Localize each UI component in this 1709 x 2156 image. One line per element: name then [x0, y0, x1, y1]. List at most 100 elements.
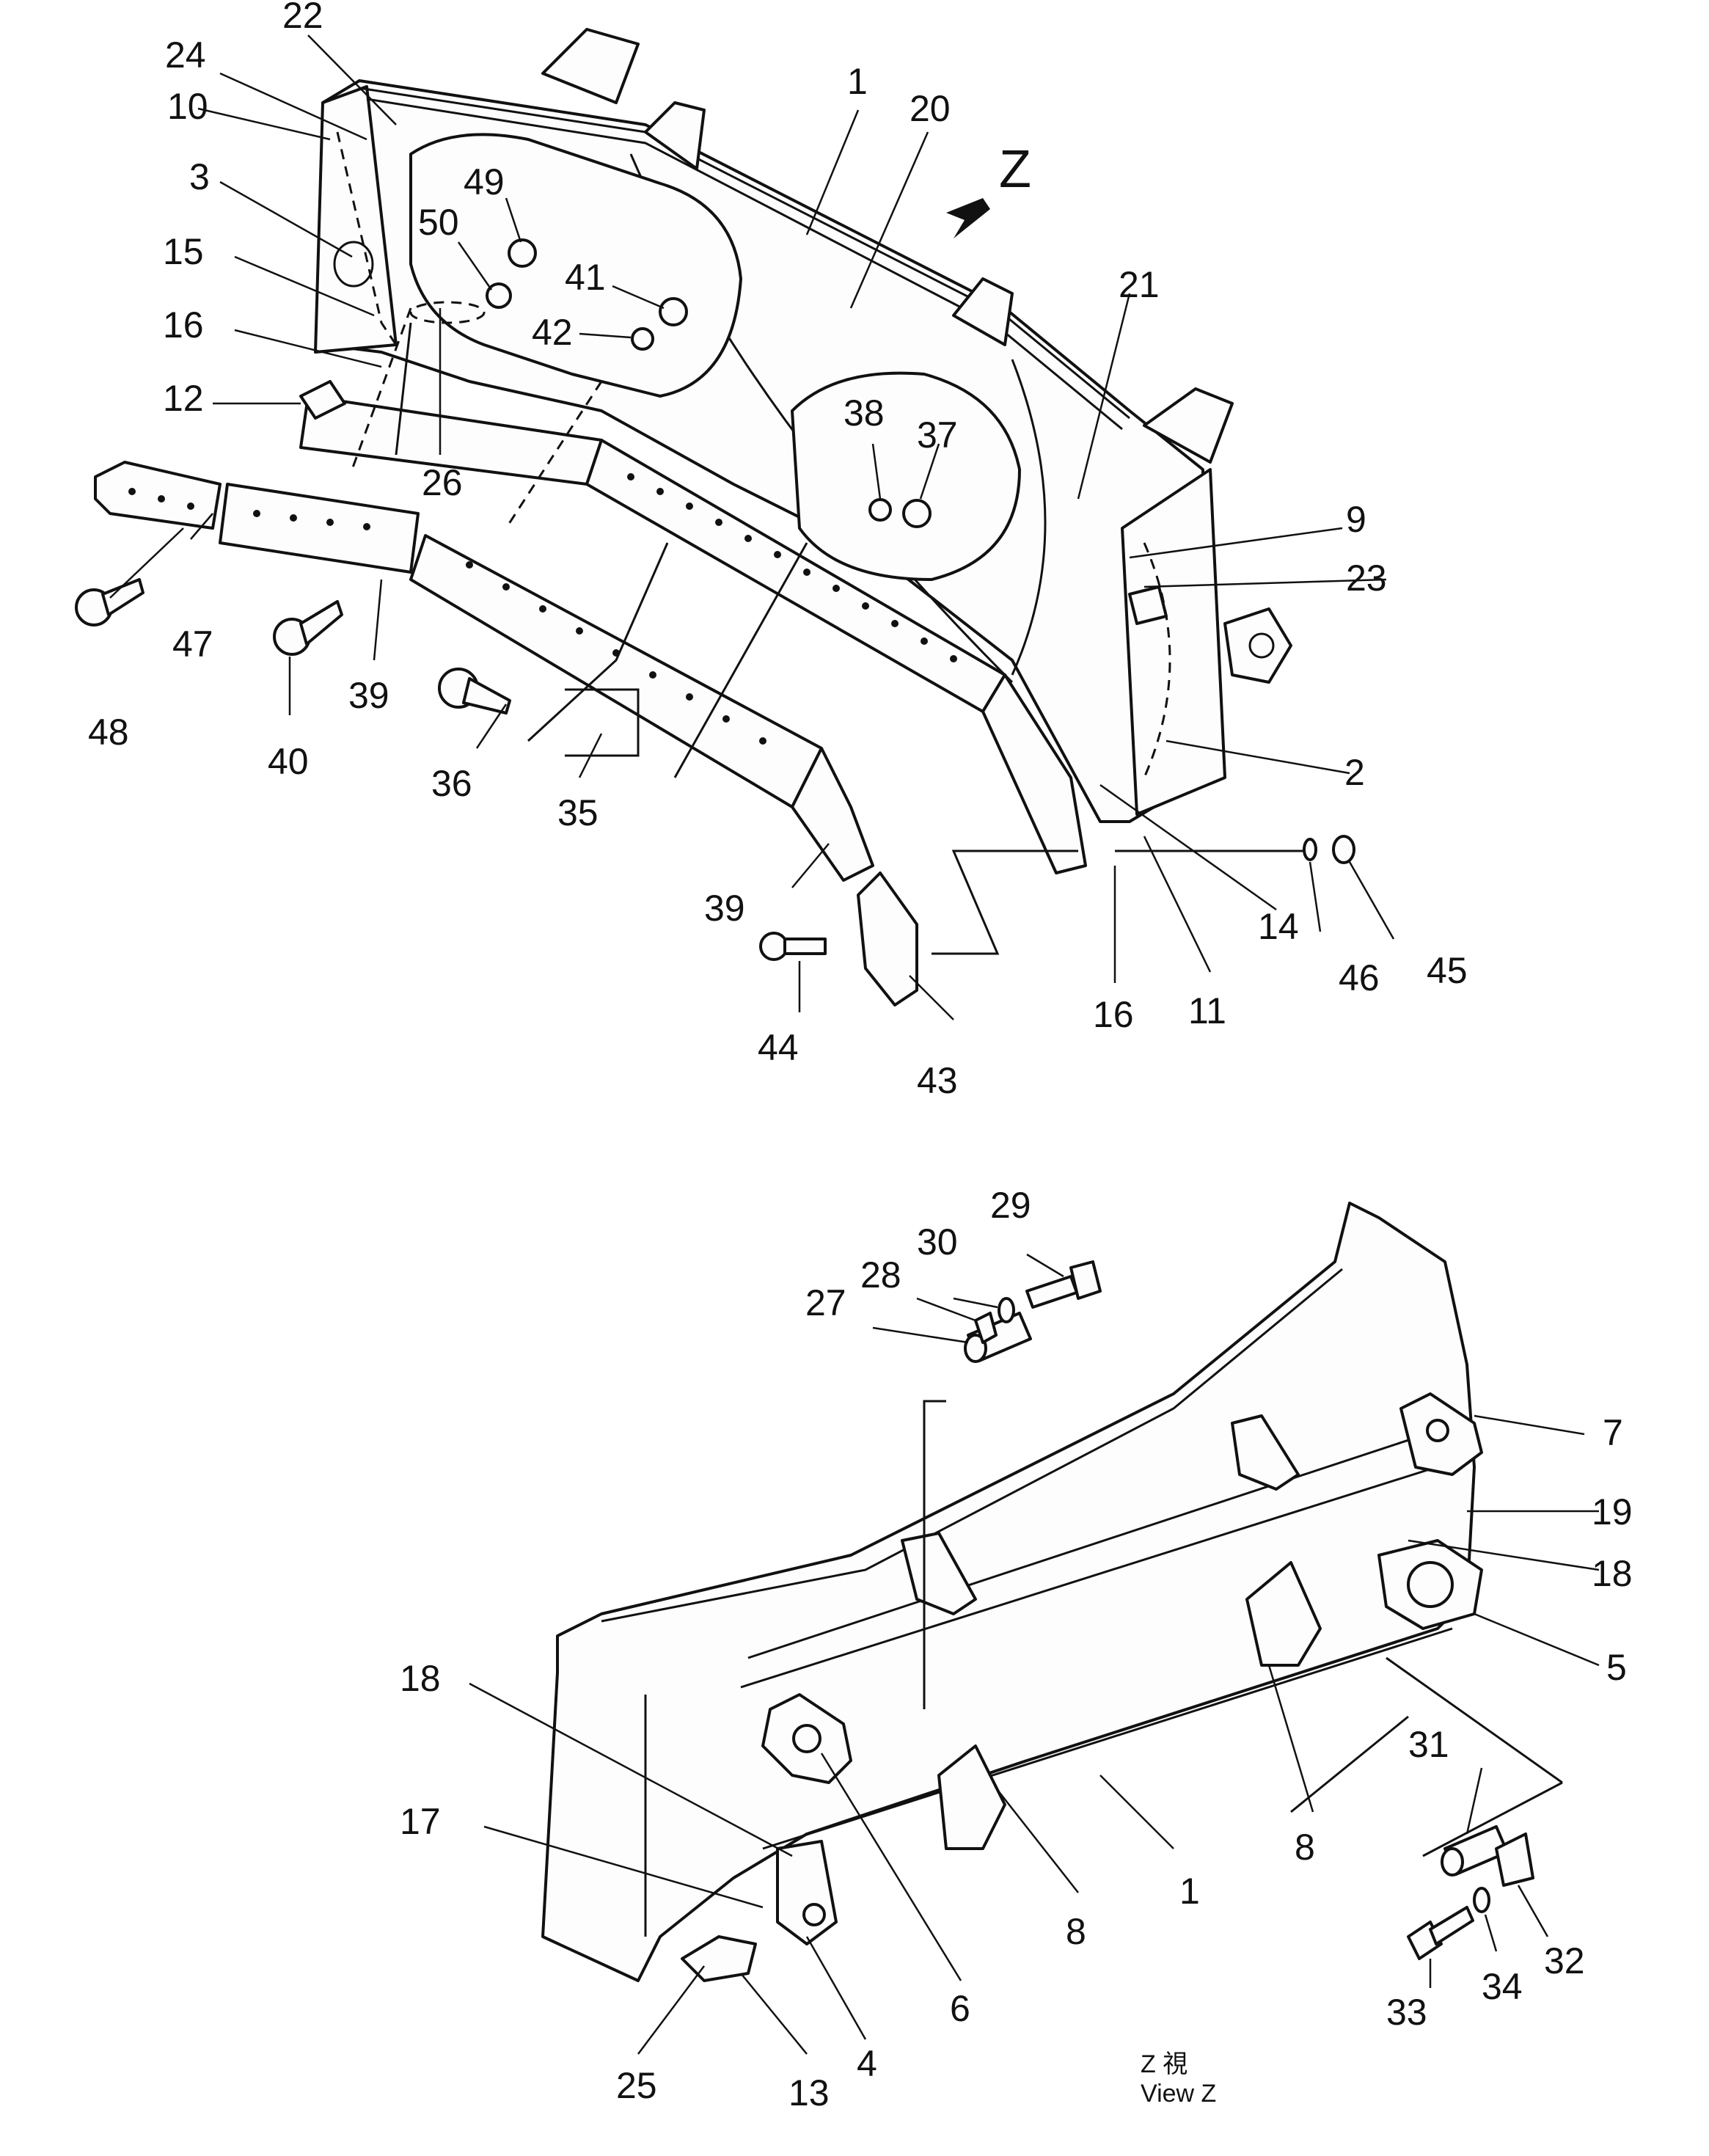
bolt-40-icon	[273, 600, 343, 656]
callout-26: 26	[422, 462, 463, 503]
end-bit-43	[857, 871, 918, 1006]
callout-8a: 8	[1295, 1827, 1315, 1868]
view-caption: Z 視 View Z	[1141, 2050, 1216, 2108]
callout-39: 39	[348, 675, 389, 716]
callout-1b: 1	[1179, 1871, 1200, 1912]
callout-49: 49	[464, 161, 505, 202]
nut-41-icon	[659, 297, 688, 326]
top-exploded-view: Z	[75, 28, 1355, 1006]
callout-13: 13	[788, 2072, 830, 2113]
callout-15: 15	[163, 231, 204, 272]
callout-32: 32	[1544, 1940, 1585, 1981]
callout-48: 48	[88, 712, 129, 753]
bolt-29-icon	[1025, 1260, 1102, 1309]
rib-right	[1231, 1414, 1300, 1491]
blade-rear-body	[541, 1202, 1476, 1982]
left-end-plate	[314, 85, 398, 354]
callout-12: 12	[163, 378, 204, 419]
right-end-plate	[1121, 468, 1226, 816]
callout-47: 47	[172, 624, 213, 665]
callout-17: 17	[400, 1801, 441, 1842]
callout-41: 41	[565, 257, 606, 298]
back-brace-left	[541, 28, 640, 104]
caption-jp: Z 視	[1141, 2050, 1187, 2078]
top-callouts: 22 24 10 3 15 16 12 47 48 40 39 26 49 50…	[88, 0, 1468, 1101]
caption-en: View Z	[1141, 2080, 1216, 2108]
nut-49-icon	[508, 238, 537, 268]
back-brace-mid	[644, 101, 706, 170]
bracket-13	[681, 1935, 757, 1982]
cutting-edge-right	[981, 673, 1087, 874]
callout-38: 38	[843, 392, 885, 434]
rib-left	[901, 1532, 977, 1615]
callout-7: 7	[1603, 1412, 1623, 1453]
callout-5: 5	[1606, 1647, 1627, 1688]
washer-50-icon	[486, 282, 512, 309]
back-brace-far	[1143, 387, 1234, 464]
ball-joint-4	[776, 1840, 838, 1945]
callout-45: 45	[1427, 950, 1468, 991]
callout-40: 40	[268, 741, 309, 782]
washer-34-icon	[1473, 1887, 1490, 1913]
callout-18b: 18	[400, 1658, 441, 1699]
callout-50: 50	[418, 202, 459, 243]
bottom-view-z	[541, 1202, 1563, 1982]
callout-10: 10	[167, 86, 208, 127]
left-reinforce-plate	[409, 133, 742, 398]
trunnion-bracket	[1223, 607, 1292, 684]
bracket-8-left	[937, 1744, 1006, 1850]
callout-27: 27	[805, 1282, 846, 1323]
callout-23: 23	[1346, 558, 1387, 599]
callout-43: 43	[917, 1060, 958, 1101]
cutting-edge-39a	[219, 483, 420, 574]
callout-22: 22	[282, 0, 323, 36]
callout-46: 46	[1339, 957, 1380, 998]
callout-21: 21	[1119, 264, 1160, 305]
leader-lines	[109, 34, 1600, 2055]
callout-14: 14	[1258, 906, 1299, 947]
washer-38-icon	[868, 498, 892, 522]
callout-3: 3	[189, 156, 210, 197]
view-z-arrow-icon	[946, 198, 990, 238]
callout-29: 29	[990, 1185, 1031, 1226]
lock-plate-32-icon	[1495, 1832, 1534, 1887]
callout-42: 42	[532, 312, 573, 353]
bolt-33-icon	[1407, 1906, 1474, 1960]
callout-33: 33	[1386, 1992, 1427, 2033]
callout-37: 37	[917, 414, 958, 456]
callout-34: 34	[1482, 1966, 1523, 2007]
callout-16b: 16	[1093, 994, 1134, 1035]
bolt-44-icon	[759, 932, 827, 961]
callout-8b: 8	[1066, 1911, 1086, 1952]
bolt-36-icon	[438, 668, 511, 715]
washer-46-icon	[1303, 838, 1317, 861]
callout-39b: 39	[704, 888, 745, 929]
callout-2: 2	[1344, 752, 1365, 793]
callout-28: 28	[860, 1254, 901, 1296]
cutting-edge-holes	[128, 473, 957, 745]
callout-9: 9	[1346, 499, 1366, 540]
bottom-callouts: 29 30 28 27 7 19 18 5 31 18 17 1 8 8 6 4…	[400, 1185, 1633, 2113]
callout-25: 25	[616, 2065, 657, 2106]
callout-4: 4	[857, 2043, 877, 2084]
callout-11: 11	[1188, 990, 1226, 1031]
callout-30: 30	[917, 1221, 958, 1262]
callout-6: 6	[950, 1988, 970, 2029]
bolt-48-icon	[75, 578, 144, 626]
callout-35: 35	[557, 792, 599, 833]
inspection-plate	[791, 371, 1021, 581]
callout-44: 44	[758, 1027, 799, 1068]
bracket-8-right	[1245, 1561, 1322, 1667]
callout-31: 31	[1408, 1724, 1449, 1765]
callout-20: 20	[910, 88, 951, 129]
back-brace-right	[952, 277, 1014, 346]
nut-45-icon	[1332, 835, 1355, 864]
callout-24: 24	[165, 34, 206, 76]
view-z-letter: Z	[999, 140, 1031, 199]
callout-16: 16	[163, 304, 204, 346]
callout-18: 18	[1592, 1553, 1633, 1594]
cutting-edge-39c	[791, 747, 874, 882]
lock-plate-28-icon	[974, 1312, 998, 1344]
washer-30-icon	[998, 1297, 1015, 1323]
